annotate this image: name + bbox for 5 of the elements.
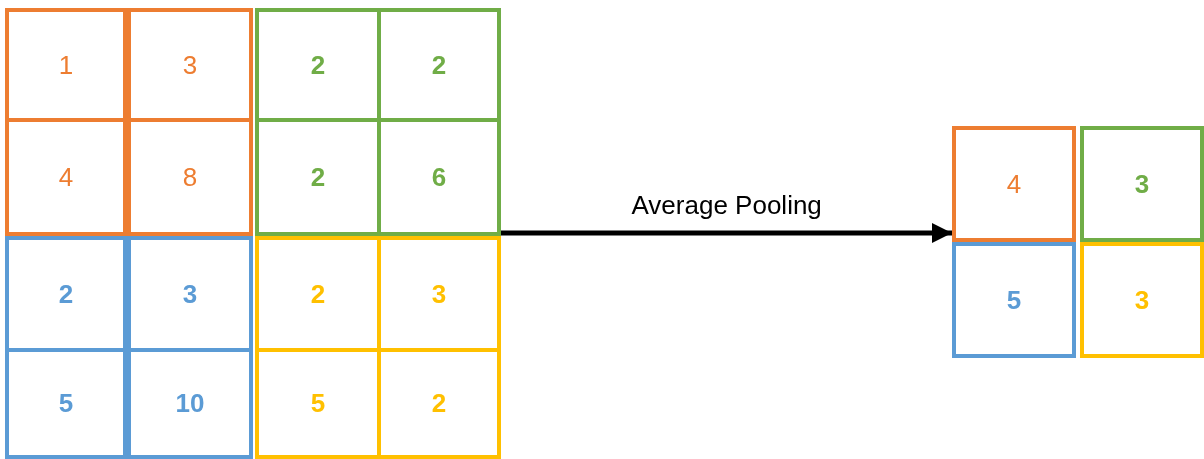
grid-cell: 3	[1080, 126, 1204, 242]
grid-cell: 5	[952, 242, 1076, 358]
grid-cell: 3	[1080, 242, 1204, 358]
grid-cell: 4	[952, 126, 1076, 242]
arrow	[501, 223, 952, 243]
